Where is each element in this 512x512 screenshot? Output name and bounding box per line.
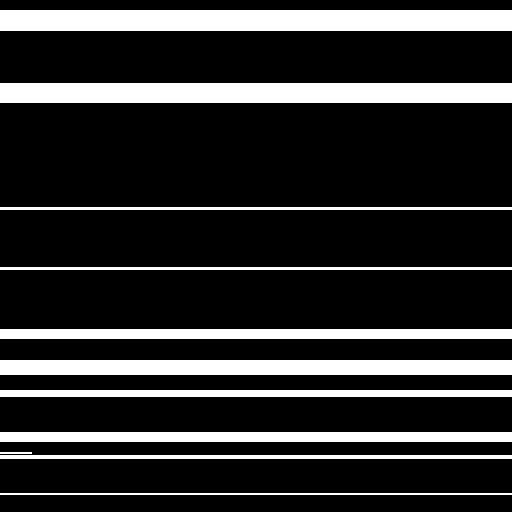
white-stripe-3 [0, 207, 512, 210]
white-stripe-8 [0, 432, 512, 442]
white-speck-left [0, 452, 32, 454]
white-speck-right [480, 438, 512, 441]
white-stripe-2 [0, 83, 512, 103]
white-stripe-10 [0, 493, 512, 495]
white-stripe-1 [0, 10, 512, 31]
white-stripe-7 [0, 390, 512, 397]
white-stripe-5 [0, 329, 512, 339]
white-stripe-9 [0, 455, 512, 459]
white-stripe-6 [0, 360, 512, 375]
white-stripe-4 [0, 267, 512, 270]
